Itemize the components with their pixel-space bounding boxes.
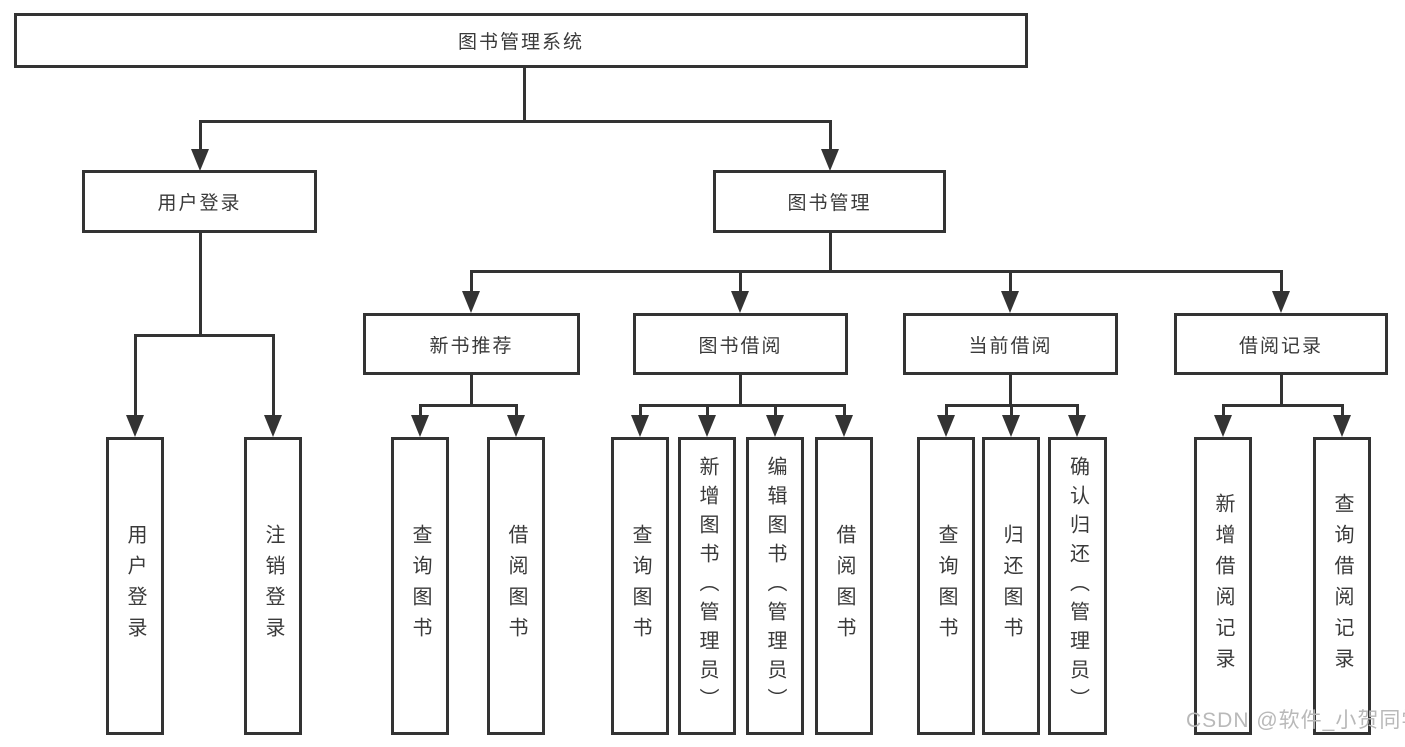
connector-vline: [1221, 403, 1225, 416]
arrowhead-down-icon: [766, 415, 784, 437]
node-label: 当前借阅: [968, 335, 1053, 357]
arrowhead-down-icon: [462, 291, 480, 313]
leaf-confirm-return-admin: 确认归还（管理员）: [1048, 437, 1107, 735]
arrowhead-down-icon: [507, 415, 525, 437]
connector-vline: [198, 233, 202, 336]
arrowhead-down-icon: [631, 415, 649, 437]
node-label: 借阅记录: [1238, 335, 1323, 357]
connector-vline: [842, 403, 846, 416]
arrowhead-down-icon: [1068, 415, 1086, 437]
leaf-return-books: 归还图书: [982, 437, 1040, 735]
node-label: 注销登录: [262, 524, 284, 648]
node-label: 查询图书: [629, 524, 651, 648]
arrowhead-down-icon: [1214, 415, 1232, 437]
leaf-borrow-books-1: 借阅图书: [487, 437, 545, 735]
arrowhead-down-icon: [1272, 291, 1290, 313]
node-current-borrowing: 当前借阅: [903, 313, 1118, 375]
arrowhead-down-icon: [821, 149, 839, 171]
node-label: 图书管理系统: [457, 32, 584, 53]
connector-hline: [638, 403, 846, 407]
connector-vline: [469, 375, 473, 406]
connector-vline: [638, 403, 642, 416]
leaf-query-books-2: 查询图书: [611, 437, 669, 735]
node-label: 借阅图书: [505, 524, 527, 648]
connector-vline: [944, 403, 948, 416]
connector-vline: [522, 68, 526, 121]
connector-vline: [828, 233, 832, 272]
leaf-borrow-books-2: 借阅图书: [815, 437, 873, 735]
node-book-management: 图书管理: [713, 170, 946, 233]
connector-vline: [1075, 403, 1079, 416]
connector-vline: [773, 403, 777, 416]
connector-vline: [1008, 269, 1012, 292]
arrowhead-down-icon: [1002, 415, 1020, 437]
leaf-query-books-1: 查询图书: [391, 437, 449, 735]
node-book-borrowing: 图书借阅: [633, 313, 848, 375]
arrowhead-down-icon: [1001, 291, 1019, 313]
connector-vline: [271, 333, 275, 416]
node-new-book-recommend: 新书推荐: [363, 313, 580, 375]
node-label: 用户登录: [124, 524, 146, 648]
connector-hline: [133, 333, 275, 337]
arrowhead-down-icon: [835, 415, 853, 437]
node-label: 查询图书: [935, 524, 957, 648]
leaf-query-borrow-record: 查询借阅记录: [1313, 437, 1371, 735]
connector-hline: [418, 403, 518, 407]
connector-vline: [1279, 269, 1283, 292]
connector-vline: [1009, 403, 1013, 416]
connector-vline: [1008, 375, 1012, 406]
leaf-user-login: 用户登录: [106, 437, 164, 735]
arrowhead-down-icon: [937, 415, 955, 437]
leaf-add-borrow-record: 新增借阅记录: [1194, 437, 1252, 735]
node-label: 图书管理: [787, 193, 872, 214]
node-library-management-system: 图书管理系统: [14, 13, 1028, 68]
connector-vline: [133, 333, 137, 416]
connector-vline: [705, 403, 709, 416]
connector-vline: [469, 269, 473, 292]
connector-vline: [1340, 403, 1344, 416]
node-label: 借阅图书: [833, 524, 855, 648]
node-label: 新增图书（管理员）: [696, 455, 718, 717]
connector-hline: [469, 269, 1283, 273]
connector-vline: [738, 375, 742, 406]
arrowhead-down-icon: [126, 415, 144, 437]
leaf-edit-book-admin: 编辑图书（管理员）: [746, 437, 804, 735]
node-label: 图书借阅: [698, 335, 783, 357]
arrowhead-down-icon: [411, 415, 429, 437]
leaf-add-book-admin: 新增图书（管理员）: [678, 437, 736, 735]
node-label: 用户登录: [157, 193, 242, 214]
connector-vline: [198, 119, 202, 152]
leaf-logout: 注销登录: [244, 437, 302, 735]
connector-vline: [828, 119, 832, 152]
node-label: 归还图书: [1000, 524, 1022, 648]
connector-hline: [1221, 403, 1344, 407]
node-user-login: 用户登录: [82, 170, 317, 233]
connector-vline: [514, 403, 518, 416]
node-label: 查询借阅记录: [1331, 493, 1353, 679]
node-label: 查询图书: [409, 524, 431, 648]
arrowhead-down-icon: [698, 415, 716, 437]
leaf-query-books-3: 查询图书: [917, 437, 975, 735]
node-borrowing-records: 借阅记录: [1174, 313, 1388, 375]
node-label: 编辑图书（管理员）: [764, 455, 786, 717]
arrowhead-down-icon: [1333, 415, 1351, 437]
connector-vline: [418, 403, 422, 416]
node-label: 新书推荐: [429, 335, 514, 357]
connector-vline: [1279, 375, 1283, 406]
node-label: 确认归还（管理员）: [1066, 455, 1089, 717]
arrowhead-down-icon: [264, 415, 282, 437]
connector-vline: [738, 269, 742, 292]
connector-hline: [198, 119, 832, 123]
arrowhead-down-icon: [731, 291, 749, 313]
csdn-watermark: CSDN @软件_小贺同学: [1186, 709, 1405, 732]
arrowhead-down-icon: [191, 149, 209, 171]
node-label: 新增借阅记录: [1212, 493, 1234, 679]
